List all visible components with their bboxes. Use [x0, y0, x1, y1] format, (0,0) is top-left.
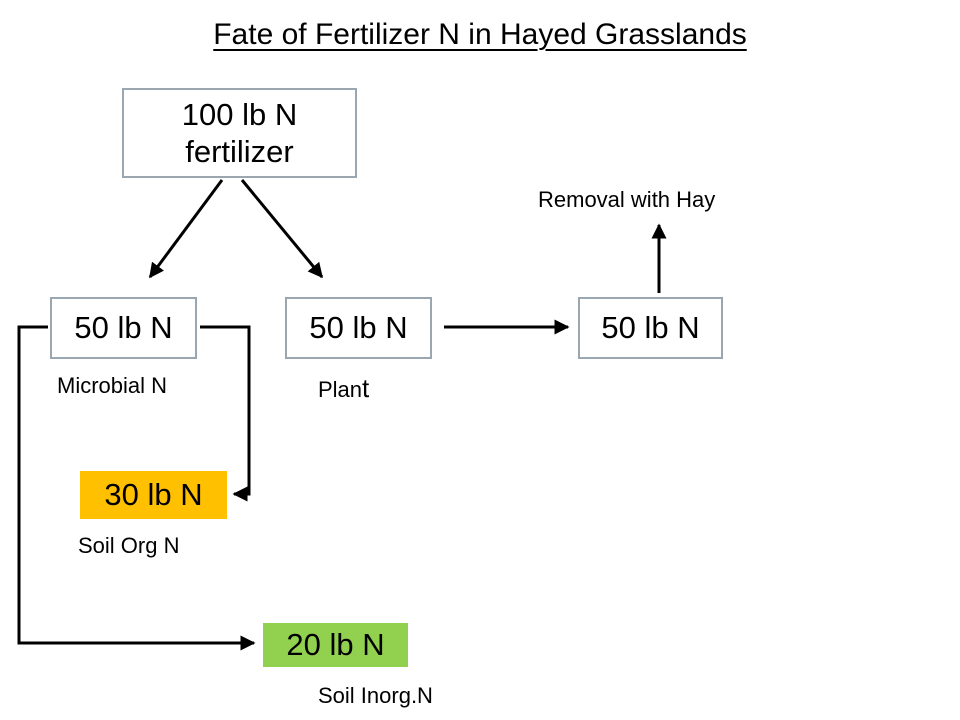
microbial-amount: 50 lb N [74, 310, 173, 346]
fertilizer-label: fertilizer [185, 134, 294, 169]
soil-org-label: Soil Org N [78, 533, 180, 558]
microbial-box: 50 lb N [50, 297, 197, 359]
diagram-title: Fate of Fertilizer N in Hayed Grasslands [213, 18, 747, 51]
soil-inorg-amount: 20 lb N [286, 627, 385, 663]
soil-inorg-label: Soil Inorg.N [318, 683, 433, 708]
arrow-fertilizer-to-plant [240, 179, 324, 279]
plant-label-main: Plan [318, 377, 363, 402]
hay-label: Removal with Hay [538, 187, 716, 212]
soil-org-amount: 30 lb N [104, 477, 203, 513]
microbial-label: Microbial N [57, 373, 168, 398]
soil-inorg-box: 20 lb N [263, 623, 408, 667]
fertilizer-box: 100 lb N fertilizer [122, 88, 357, 178]
plant-amount: 50 lb N [309, 310, 408, 346]
hay-box: 50 lb N [578, 297, 723, 359]
hay-amount: 50 lb N [601, 310, 700, 346]
plant-label: Plant [318, 373, 369, 404]
plant-box: 50 lb N [285, 297, 432, 359]
soil-org-box: 30 lb N [80, 471, 227, 519]
arrow-fertilizer-to-microbial [148, 179, 224, 279]
fertilizer-amount: 100 lb N [181, 96, 298, 132]
arrow-microbial-to-soil-org [200, 325, 251, 502]
plant-label-tail: t [362, 373, 370, 403]
arrow-microbial-to-soil-inorg [17, 325, 256, 651]
